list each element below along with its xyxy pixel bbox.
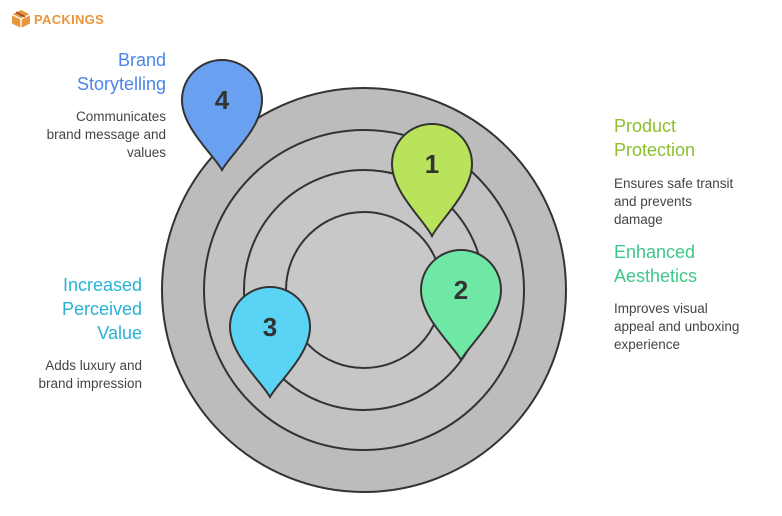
- desc-increased-perceived-value: Adds luxury and brand impression: [20, 357, 142, 393]
- box-logo-icon: [11, 10, 31, 28]
- title-line: Value: [97, 323, 142, 343]
- desc-line: brand message and: [46, 127, 166, 142]
- desc-line: experience: [614, 337, 681, 352]
- title-line: Product: [614, 116, 677, 136]
- desc-line: brand impression: [38, 376, 142, 391]
- marker-1-number: 1: [425, 149, 439, 179]
- marker-4-number: 4: [215, 85, 230, 115]
- logo-text: PACKINGS: [34, 11, 105, 27]
- marker-2-number: 2: [454, 275, 468, 305]
- desc-line: and prevents: [614, 194, 693, 209]
- desc-line: Ensures safe transit: [614, 176, 734, 191]
- marker-1-pin: 1: [390, 123, 474, 239]
- desc-line: Adds luxury and: [45, 358, 142, 373]
- title-line: Enhanced: [614, 242, 696, 262]
- brand-logo: PACKINGS: [10, 8, 104, 30]
- title-line: Storytelling: [76, 74, 166, 94]
- desc-enhanced-aesthetics: Improves visual appeal and unboxing expe…: [614, 300, 774, 354]
- title-enhanced-aesthetics: Enhanced Aesthetics: [614, 240, 774, 288]
- title-line: Aesthetics: [614, 266, 698, 286]
- marker-3-pin: 3: [228, 286, 312, 400]
- desc-brand-storytelling: Communicates brand message and values: [20, 108, 166, 162]
- title-increased-perceived-value: Increased Perceived Value: [20, 273, 142, 345]
- desc-line: damage: [614, 212, 663, 227]
- title-product-protection: Product Protection: [614, 114, 774, 162]
- desc-line: Improves visual: [614, 301, 708, 316]
- title-line: Increased: [62, 275, 142, 295]
- marker-4-pin: 4: [180, 59, 264, 173]
- title-line: Perceived: [61, 299, 142, 319]
- marker-3-number: 3: [263, 312, 277, 342]
- desc-line: values: [126, 145, 166, 160]
- inner-ring: [285, 211, 443, 369]
- title-brand-storytelling: Brand Storytelling: [20, 48, 166, 96]
- title-line: Brand: [117, 50, 166, 70]
- title-line: Protection: [614, 140, 696, 160]
- desc-line: Communicates: [75, 109, 166, 124]
- marker-2-pin: 2: [419, 249, 503, 363]
- desc-line: appeal and unboxing: [614, 319, 740, 334]
- desc-product-protection: Ensures safe transit and prevents damage: [614, 175, 774, 229]
